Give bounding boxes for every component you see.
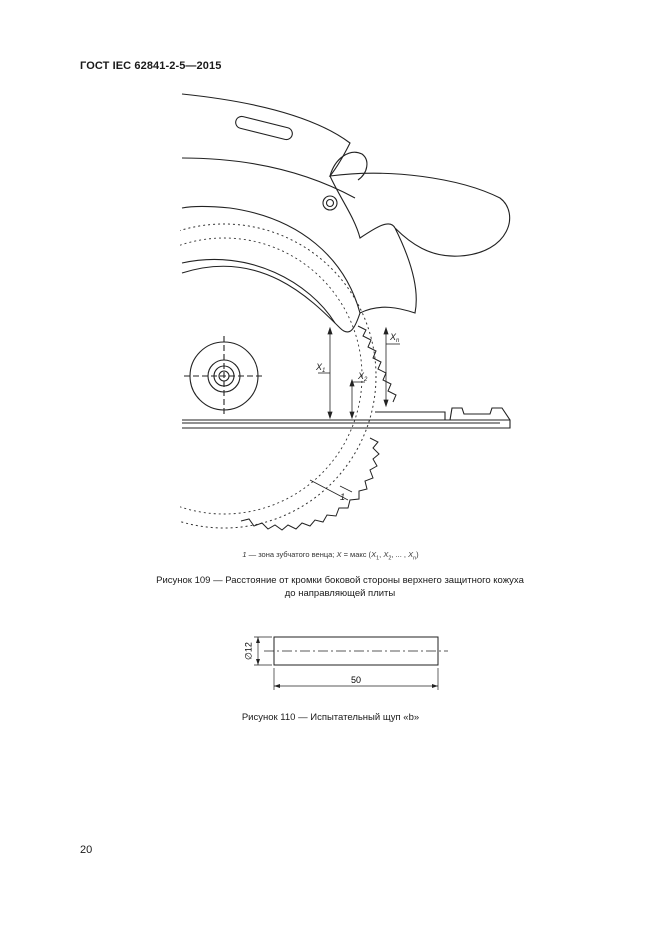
- label-x1-sub: 1: [322, 368, 325, 374]
- base-plate: [182, 419, 511, 429]
- diameter-label: ∅12: [243, 642, 253, 660]
- label-x1: X: [315, 362, 323, 372]
- figure-110-caption: Рисунок 110 — Испытательный щуп «b»: [241, 712, 420, 723]
- legend-xn: X: [408, 550, 414, 559]
- legend-x: X: [336, 550, 342, 559]
- legend-text: — зона зубчатого венца;: [246, 550, 337, 559]
- figure-109-caption: Рисунок 109 — Расстояние от кромки боков…: [110, 574, 570, 600]
- legend-sep1: ,: [379, 550, 384, 559]
- legend-close: ): [416, 550, 419, 559]
- handle-knob: [329, 151, 368, 181]
- legend-x1-sub: 1: [376, 555, 380, 562]
- legend-num: 1: [242, 550, 247, 559]
- svg-text:X1: X1: [315, 362, 325, 374]
- length-label: 50: [351, 675, 361, 685]
- blade-inner-circle: [180, 237, 363, 515]
- figure-109-saw-drawing: X1 X2 Xn 1: [180, 93, 511, 531]
- saw-housing-outline: [181, 93, 511, 314]
- label-zone: 1: [340, 492, 345, 502]
- figure-109-legend: 1 — зона зубчатого венца; X = макс (X1, …: [0, 550, 661, 562]
- housing-edge-line: [329, 175, 396, 239]
- label-xn: X: [389, 332, 397, 342]
- label-xn-sub: n: [396, 338, 400, 344]
- legend-xn-sub: n: [413, 555, 417, 562]
- legend-sep2: , ... ,: [391, 550, 409, 559]
- blade-teeth: [240, 325, 397, 531]
- legend-x2: X: [383, 550, 389, 559]
- label-x2: X: [357, 371, 365, 381]
- page-number: 20: [80, 844, 93, 856]
- legend-x2-sub: 2: [388, 555, 392, 562]
- figure-110-probe-drawing: ∅12 50: [243, 636, 448, 690]
- housing-bolt: [322, 195, 338, 211]
- blade-outer-circle: [180, 223, 377, 529]
- caption-109-line2: до направляющей плиты: [284, 588, 396, 599]
- svg-text:Xn: Xn: [389, 332, 400, 344]
- housing-slot: [235, 115, 293, 141]
- housing-inner-line: [181, 157, 356, 199]
- label-x2-sub: 2: [363, 377, 368, 383]
- legend-x1: X: [371, 550, 377, 559]
- upper-guard-outline: [181, 265, 361, 333]
- legend-eq: = макс (: [341, 550, 372, 559]
- document-header: ГОСТ IEC 62841-2-5—2015: [80, 60, 222, 72]
- svg-text:X2: X2: [357, 371, 368, 383]
- caption-109-line1: Рисунок 109 — Расстояние от кромки боков…: [156, 575, 524, 586]
